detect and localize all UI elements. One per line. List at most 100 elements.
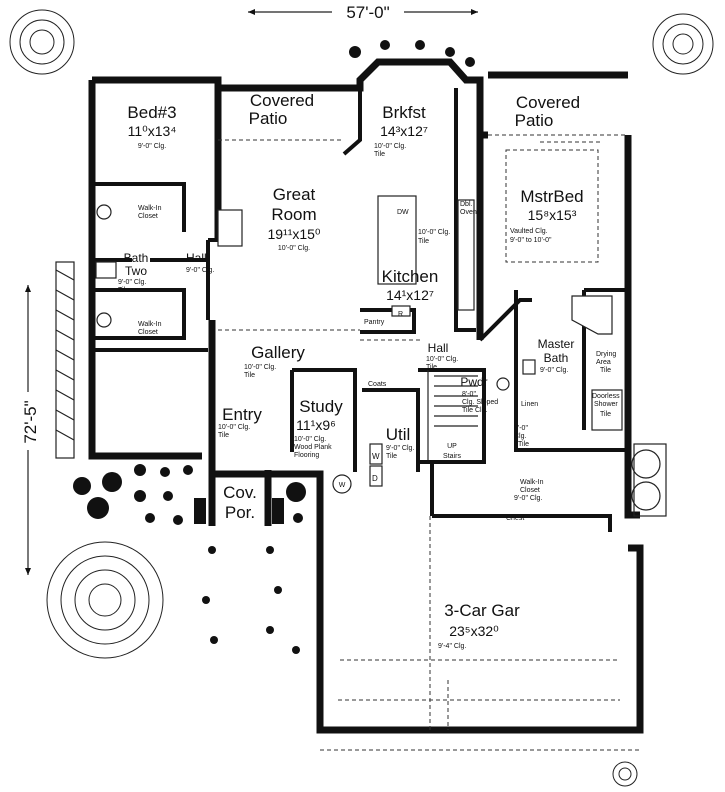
bed3-name: Bed#3 [127,103,176,122]
bed3-size: 11⁰x13⁴ [128,123,177,139]
kitchen-floor: Tile [418,238,429,245]
depth-dimension-label: 72'-5" [21,400,40,443]
tree-top-right [652,13,714,75]
shower [591,389,623,431]
hall-center-name: Hall [428,341,449,355]
front-shrubs [73,40,475,654]
pwdr-ceiling-1: 8'-0" [462,391,476,398]
room-hall-center: Hall 10'-0" Clg. Tile [426,341,458,371]
room-study: Study 11¹x9⁶ 10'-0" Clg. Wood Plank Floo… [294,397,343,459]
kitchen-counter [457,199,475,311]
kitchen-island [377,195,417,285]
kitchen-pantry: Pantry [364,319,385,326]
room-wc: 8'-0" Clg. Tile [514,425,529,448]
brkfst-size: 14³x12⁷ [380,123,428,139]
study-size: 11¹x9⁶ [296,417,336,433]
room-covered-patio-right: Covered Patio [515,93,581,130]
room-hall-left: Hall 9'-0" Clg. [186,251,214,274]
room-covered-patio-left: Covered Patio [249,91,315,128]
covered-patio-right-line2: Patio [515,111,554,130]
brkfst-floor: Tile [374,151,385,158]
hall-left-name: Hall [186,251,207,265]
fireplace [217,209,243,247]
great-room-line1: Great [273,185,316,204]
cov-por-line2: Por. [225,503,255,522]
walkin-closet-garage-line1: Walk-In [520,479,544,486]
study-ceiling: 10'-0" Clg. [294,436,326,443]
mstr-bed-name: MstrBed [520,187,583,206]
mstr-bed-size: 15⁸x15³ [528,207,577,223]
hall-center-ceiling: 10'-0" Clg. [426,356,458,363]
study-floor-1: Wood Plank [294,444,332,451]
kitchen-size: 14¹x12⁷ [386,287,434,303]
hall-left-ceiling: 9'-0" Clg. [186,267,214,274]
doorless-shower-line1: Doorless [592,393,620,400]
stairs-label: Stairs [443,453,461,460]
master-bath-line2: Bath [544,351,569,365]
walkin-closet-bottom-line2: Closet [138,329,158,336]
shrub-bottom-right [612,761,638,787]
brkfst-name: Brkfst [382,103,426,122]
great-room-ceiling: 10'-0" Clg. [278,245,310,252]
room-master-bath: Master Bath 9'-0" Clg. [538,337,575,374]
mstr-bed-ceiling-1: Vaulted Clg. [510,228,548,235]
covered-patio-left-line2: Patio [249,109,288,128]
util-floor: Tile [386,453,397,460]
great-room-line2: Room [271,205,316,224]
room-cov-por: Cov. Por. [223,483,257,522]
room-garage: 3-Car Gar 23⁵x32⁰ 9'-4" Clg. [438,601,520,650]
room-brkfst: Brkfst 14³x12⁷ 10'-0" Clg. Tile [374,103,428,158]
master-bath-ceiling: 9'-0" Clg. [540,367,568,374]
pwdr-name: Pwdr [460,375,487,389]
entry-ceiling: 10'-0" Clg. [218,424,250,431]
water-heater-label: W [339,482,346,489]
tree-bottom-left [46,541,164,659]
wc-ceiling-1: 8'-0" [514,425,528,432]
doorless-shower-line2: Shower [594,401,618,408]
room-walkin-closet-bottom: Walk-In Closet [138,321,162,336]
doorless-shower-floor: Tile [600,411,611,418]
walkin-closet-bottom-line1: Walk-In [138,321,162,328]
interior-walls [92,88,628,532]
room-util: Util 9'-0" Clg. Tile W D [372,425,414,483]
room-kitchen: DW Dbl. Oven 10'-0" Clg. Tile Kitchen 14… [364,201,477,326]
covered-patio-right-line1: Covered [516,93,580,112]
kitchen-ceiling: 10'-0" Clg. [418,229,450,236]
kitchen-name: Kitchen [382,267,439,286]
room-entry: Entry 10'-0" Clg. Tile [218,405,262,439]
util-ceiling: 9'-0" Clg. [386,445,414,452]
room-gallery: Gallery 10'-0" Clg. Tile [244,343,305,379]
ac-unit-icon-2 [631,481,661,511]
bath-two-ceiling: 9'-0" Clg. [118,279,146,286]
study-name: Study [299,397,343,416]
room-pwdr: Pwdr 8'-0" Clg. Sloped Tile Clg. [460,375,498,414]
bed3-ceiling: 9'-0" Clg. [138,143,166,150]
dryer-label: D [372,474,378,483]
drying-area-line1: Drying [596,351,616,358]
chest-label: Chest [506,515,524,522]
wc-floor: Tile [518,441,529,448]
garage-name: 3-Car Gar [444,601,520,620]
garage-size: 23⁵x32⁰ [449,623,499,639]
walkin-closet-garage-line2: Closet [520,487,540,494]
bath-two-line2: Two [125,264,147,278]
master-bath-line1: Master [538,337,575,351]
garage-ceiling: 9'-4" Clg. [438,643,466,650]
kitchen-oven-2: Oven [460,209,477,216]
room-great-room: Great Room 19¹¹x15⁰ 10'-0" Clg. [267,185,320,252]
hall-center-floor: Tile [426,364,437,371]
gallery-name: Gallery [251,343,305,362]
entry-name: Entry [222,405,262,424]
walkin-closet-garage-ceiling: 9'-0" Clg. [514,495,542,502]
kitchen-oven-1: Dbl. [460,201,473,208]
ac-unit-icon [631,449,661,479]
gallery-ceiling: 10'-0" Clg. [244,364,276,371]
light-lines [218,134,640,751]
bath-two-line1: Bath [124,251,149,265]
side-hatch [55,261,75,459]
water-heater-icon [332,474,352,494]
pwdr-ceiling-2: Clg. Sloped [462,399,498,406]
entry-floor: Tile [218,432,229,439]
room-bath-two: Bath Two 9'-0" Clg. Tile [118,251,148,294]
